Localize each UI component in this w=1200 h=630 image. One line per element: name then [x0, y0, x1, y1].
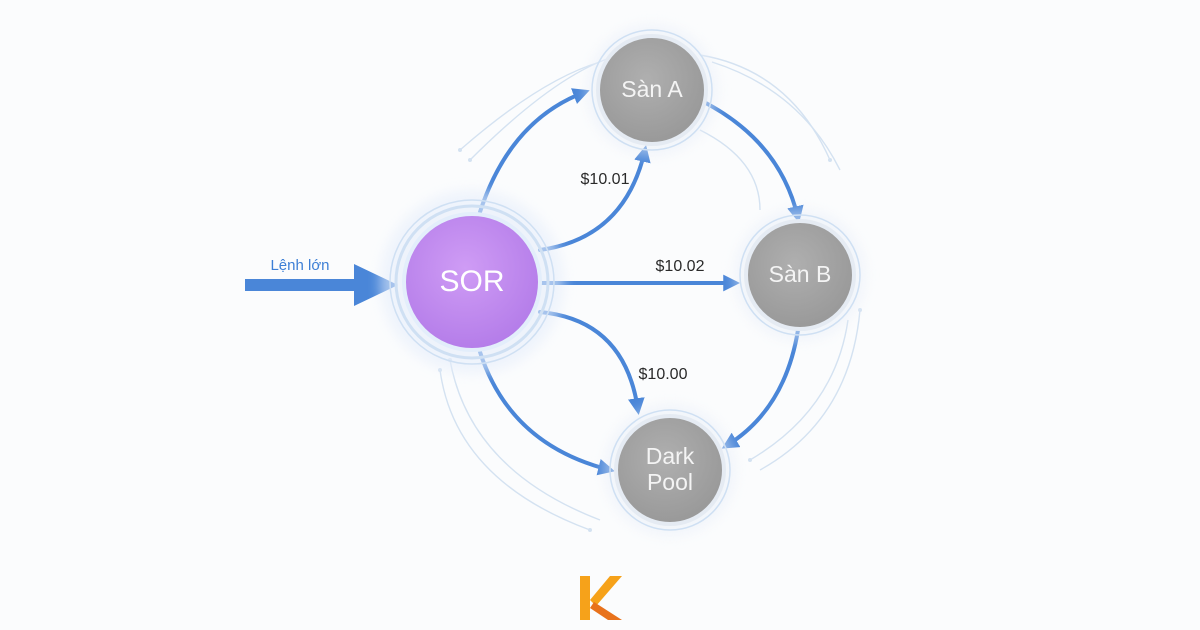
- node-sor: SOR: [380, 190, 564, 374]
- arrow-sor-to-san-a-inner: [538, 145, 651, 252]
- price-san-b-label: $10.02: [656, 258, 705, 275]
- node-dark-pool: Dark Pool: [604, 404, 736, 536]
- arrow-san-b-to-dark-pool: [721, 328, 800, 449]
- sor-label: SOR: [439, 265, 504, 298]
- dark-pool-label-line1: Dark: [646, 443, 695, 469]
- arrow-san-a-to-san-b: [698, 98, 804, 223]
- arrow-sor-to-dark-pool-inner: [538, 310, 645, 415]
- node-san-b: Sàn B: [734, 209, 866, 341]
- san-a-label: Sàn A: [621, 76, 683, 102]
- arrow-sor-to-san-a-outer: [478, 88, 590, 214]
- input-order-label: Lệnh lớn: [270, 257, 329, 274]
- price-dark-pool-label: $10.00: [639, 366, 688, 383]
- circuit-decoration: [438, 54, 862, 532]
- price-san-a-label: $10.01: [581, 171, 630, 188]
- k-logo: [580, 576, 622, 620]
- dark-pool-label-line2: Pool: [647, 469, 693, 495]
- arrow-sor-to-dark-pool-outer: [478, 350, 615, 476]
- san-b-label: Sàn B: [769, 261, 832, 287]
- input-arrow: [245, 264, 398, 306]
- connections: [245, 88, 804, 476]
- node-san-a: Sàn A: [586, 24, 718, 156]
